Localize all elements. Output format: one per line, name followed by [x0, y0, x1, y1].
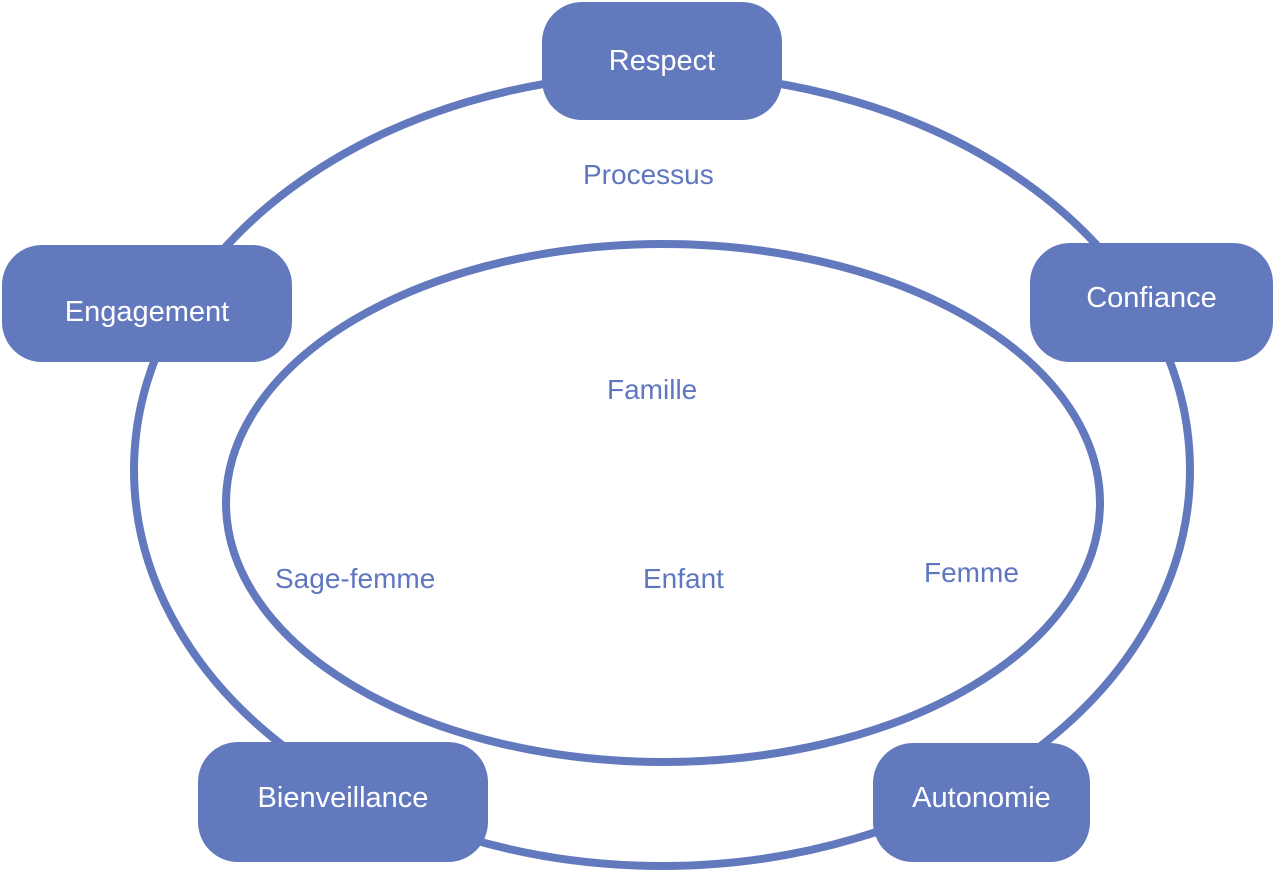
value-node-engagement: Engagement — [2, 245, 292, 362]
value-node-label: Confiance — [1086, 282, 1217, 314]
value-node-confiance: Confiance — [1030, 243, 1273, 362]
value-node-label: Respect — [608, 44, 716, 77]
member-label-enfant: Enfant — [643, 563, 724, 594]
value-node-autonomie: Autonomie — [873, 743, 1090, 862]
outer-ring-label: Processus — [583, 159, 714, 190]
value-node-bienveillance: Bienveillance — [198, 742, 488, 862]
member-label-sage-femme: Sage-femme — [275, 563, 436, 594]
value-node-label: Bienveillance — [257, 781, 429, 814]
value-node-label: Engagement — [64, 296, 230, 328]
inner-ring-label: Famille — [607, 374, 698, 405]
value-node-label: Autonomie — [912, 782, 1051, 814]
value-node-respect: Respect — [542, 2, 782, 120]
member-label-femme: Femme — [924, 557, 1019, 588]
inner-family-ring — [222, 240, 1104, 766]
